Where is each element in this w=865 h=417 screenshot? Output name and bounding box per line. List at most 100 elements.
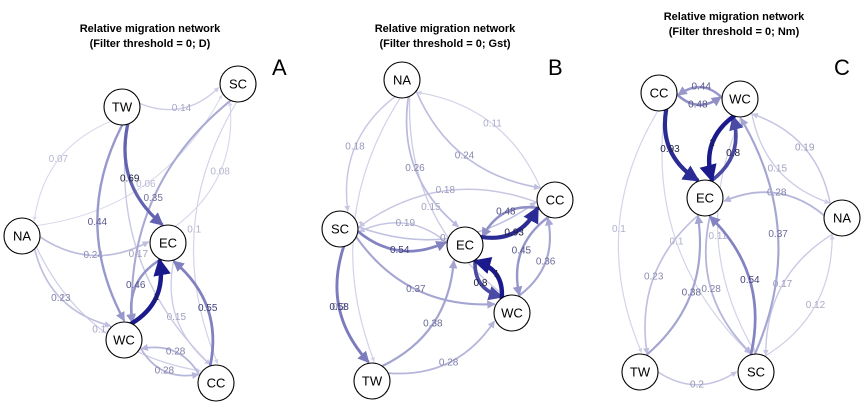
edge-label-ec-sc: 0.08	[210, 167, 230, 178]
node-na: NA	[3, 217, 41, 255]
edge-na-ec	[39, 236, 150, 257]
edge-cc-ec	[172, 260, 215, 368]
edge-label-ec-sc: 0.28	[701, 284, 721, 295]
panel-c-title: Relative migration network	[664, 11, 805, 23]
panel-a-letter: A	[272, 55, 287, 80]
edge-label-cc-sc: 0.1	[670, 237, 684, 248]
panel-b-title: Relative migration network	[375, 23, 516, 35]
node-label-cc: CC	[207, 376, 226, 391]
edge-label-ec-wc: 0.8	[474, 278, 488, 289]
edge-sc-wc	[355, 235, 496, 309]
edge-label-tw-wc: 0.28	[439, 357, 459, 368]
node-circle-tw	[353, 362, 391, 400]
node-sc: SC	[321, 210, 359, 248]
edge-label-wc-sc: 0.11	[709, 231, 728, 242]
node-circle-tw	[103, 88, 141, 126]
edge-label-cc-wc: 0.45	[512, 245, 532, 256]
panel-b-letter: B	[548, 55, 563, 80]
edge-label-ec-wc: 0.8	[726, 148, 740, 159]
node-na: NA	[823, 199, 861, 237]
node-circle-wc	[105, 321, 143, 359]
edge-cc-tw	[617, 110, 659, 353]
node-circle-ec	[149, 224, 187, 262]
node-tw: TW	[621, 353, 659, 391]
panel-c-subtitle: (Filter threshold = 0; Nm)	[669, 26, 800, 38]
panel-c-letter: C	[834, 55, 850, 80]
node-label-tw: TW	[112, 100, 133, 115]
edge-sc-wc	[127, 99, 232, 324]
node-label-na: NA	[833, 211, 851, 226]
edge-cc-sc	[661, 109, 751, 354]
edge-label-na-wc: 0.15	[421, 202, 441, 213]
edge-sc-tw	[335, 245, 370, 364]
edge-label-ec-sc: 0.19	[396, 218, 416, 229]
edge-cc-sc	[358, 188, 538, 228]
node-circle-sc	[737, 353, 775, 391]
edge-wc-ec	[699, 113, 737, 183]
edge-wc-cc	[517, 217, 554, 298]
node-cc: CC	[536, 181, 574, 219]
edge-label-sc-na: 0.12	[806, 300, 826, 311]
node-label-cc: CC	[650, 86, 669, 101]
edge-label-na-ec: 0.26	[405, 163, 425, 174]
edge-cc-wc	[512, 215, 550, 297]
edge-sc-cc	[192, 101, 238, 364]
edge-label-cc-ec: 0.48	[496, 207, 516, 218]
node-cc: CC	[640, 74, 678, 112]
edge-label-na-ec: 0.24	[83, 250, 103, 261]
node-circle-cc	[640, 74, 678, 112]
edge-label-tw-sc: 0.2	[690, 379, 704, 390]
edge-tw-ec	[381, 259, 458, 368]
edge-label-sc-wc: 0.35	[143, 193, 163, 204]
panel-c: Relative migration network (Filter thres…	[612, 11, 861, 391]
node-circle-tw	[621, 353, 659, 391]
edge-label-cc-ec: 0.55	[198, 303, 218, 314]
edge-label-tw-cc: 0.17	[129, 249, 149, 260]
edge-label-cc-wc: 0.48	[688, 99, 708, 110]
edge-label-wc-na: 0.15	[768, 164, 788, 175]
edge-label-tw-na: 0.07	[49, 154, 69, 165]
node-label-na: NA	[13, 229, 31, 244]
node-circle-na	[823, 199, 861, 237]
panel-b-edges: 0.110.110.150.180.180.190.20.220.240.260…	[329, 90, 556, 375]
node-label-wc: WC	[729, 92, 751, 107]
node-ec: EC	[446, 226, 484, 264]
edge-ec-sc	[174, 101, 233, 228]
node-wc: WC	[105, 321, 143, 359]
node-na: NA	[383, 61, 421, 99]
edge-wc-ec	[473, 256, 505, 301]
edge-sc-wc	[740, 117, 780, 356]
edge-label-cc-tw: 0.1	[612, 224, 626, 235]
node-circle-cc	[197, 364, 235, 402]
edge-label-na-sc: 0.17	[773, 279, 793, 290]
edge-label-ec-cc: 0.15	[167, 312, 187, 323]
node-label-sc: SC	[331, 222, 349, 237]
edge-label-tw-ec: 0.69	[120, 174, 140, 185]
edge-label-ec-cc: 0.93	[504, 227, 524, 238]
node-label-ec: EC	[696, 191, 714, 206]
edge-label-na-cc: 0.13	[92, 325, 112, 336]
node-wc: WC	[493, 294, 531, 332]
panel-a-title: Relative migration network	[80, 23, 221, 35]
node-circle-na	[3, 217, 41, 255]
edge-label-cc-ec: 0.93	[660, 144, 680, 155]
node-circle-ec	[446, 226, 484, 264]
edge-label-wc-ec: 1	[154, 292, 160, 303]
edge-label-cc-wc: 0.28	[166, 346, 186, 357]
edge-label-sc-ec: 0.54	[390, 245, 410, 256]
node-sc: SC	[219, 65, 257, 103]
node-circle-na	[383, 61, 421, 99]
node-circle-wc	[721, 80, 759, 118]
edge-label-sc-ec: 0.54	[740, 275, 760, 286]
edge-na-wc	[33, 248, 112, 328]
edge-na-cc	[35, 246, 202, 373]
node-label-sc: SC	[747, 365, 765, 380]
node-ec: EC	[686, 179, 724, 217]
edge-label-wc-ec: 1	[494, 269, 500, 280]
edge-ec-cc	[479, 205, 540, 240]
edge-label-sc-cc: 0.1	[187, 225, 201, 236]
node-label-na: NA	[393, 73, 411, 88]
edge-wc-na	[751, 112, 831, 204]
